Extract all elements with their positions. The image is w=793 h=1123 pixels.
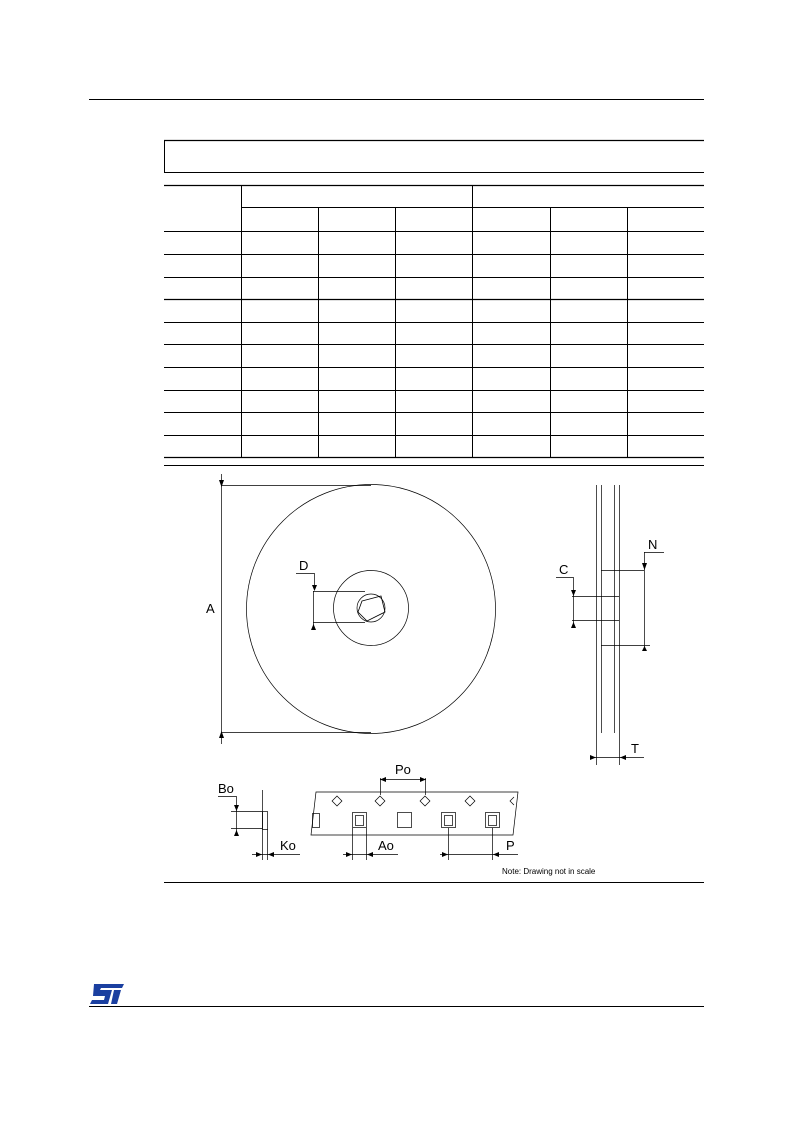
label-P: P <box>506 838 515 853</box>
reel-bore-triangle <box>357 595 386 622</box>
reel-outer-circle <box>246 484 496 734</box>
label-Ko: Ko <box>280 838 296 853</box>
reel-tape-drawing: A D C N T Bo Ko Ao Po P Note: Drawing no… <box>206 474 664 876</box>
label-N: N <box>648 537 657 552</box>
reel-hub-circle <box>333 570 409 646</box>
carrier-tape-outline <box>310 791 519 836</box>
label-Ao: Ao <box>378 838 394 853</box>
st-logo <box>90 984 124 1004</box>
header-rule <box>89 99 704 100</box>
component-pockets <box>312 812 500 828</box>
label-Bo: Bo <box>218 781 234 796</box>
drawing-note: Note: Drawing not in scale <box>502 867 596 876</box>
label-T: T <box>631 741 639 756</box>
label-Po: Po <box>395 762 411 777</box>
dimension-table <box>164 139 704 466</box>
label-C: C <box>559 562 568 577</box>
label-D: D <box>299 558 308 573</box>
figure-bottom-rule <box>164 882 704 883</box>
label-A: A <box>206 601 215 616</box>
footer-rule <box>89 1006 704 1007</box>
reel-bore-circle <box>356 593 386 623</box>
sprocket-holes <box>331 795 515 807</box>
